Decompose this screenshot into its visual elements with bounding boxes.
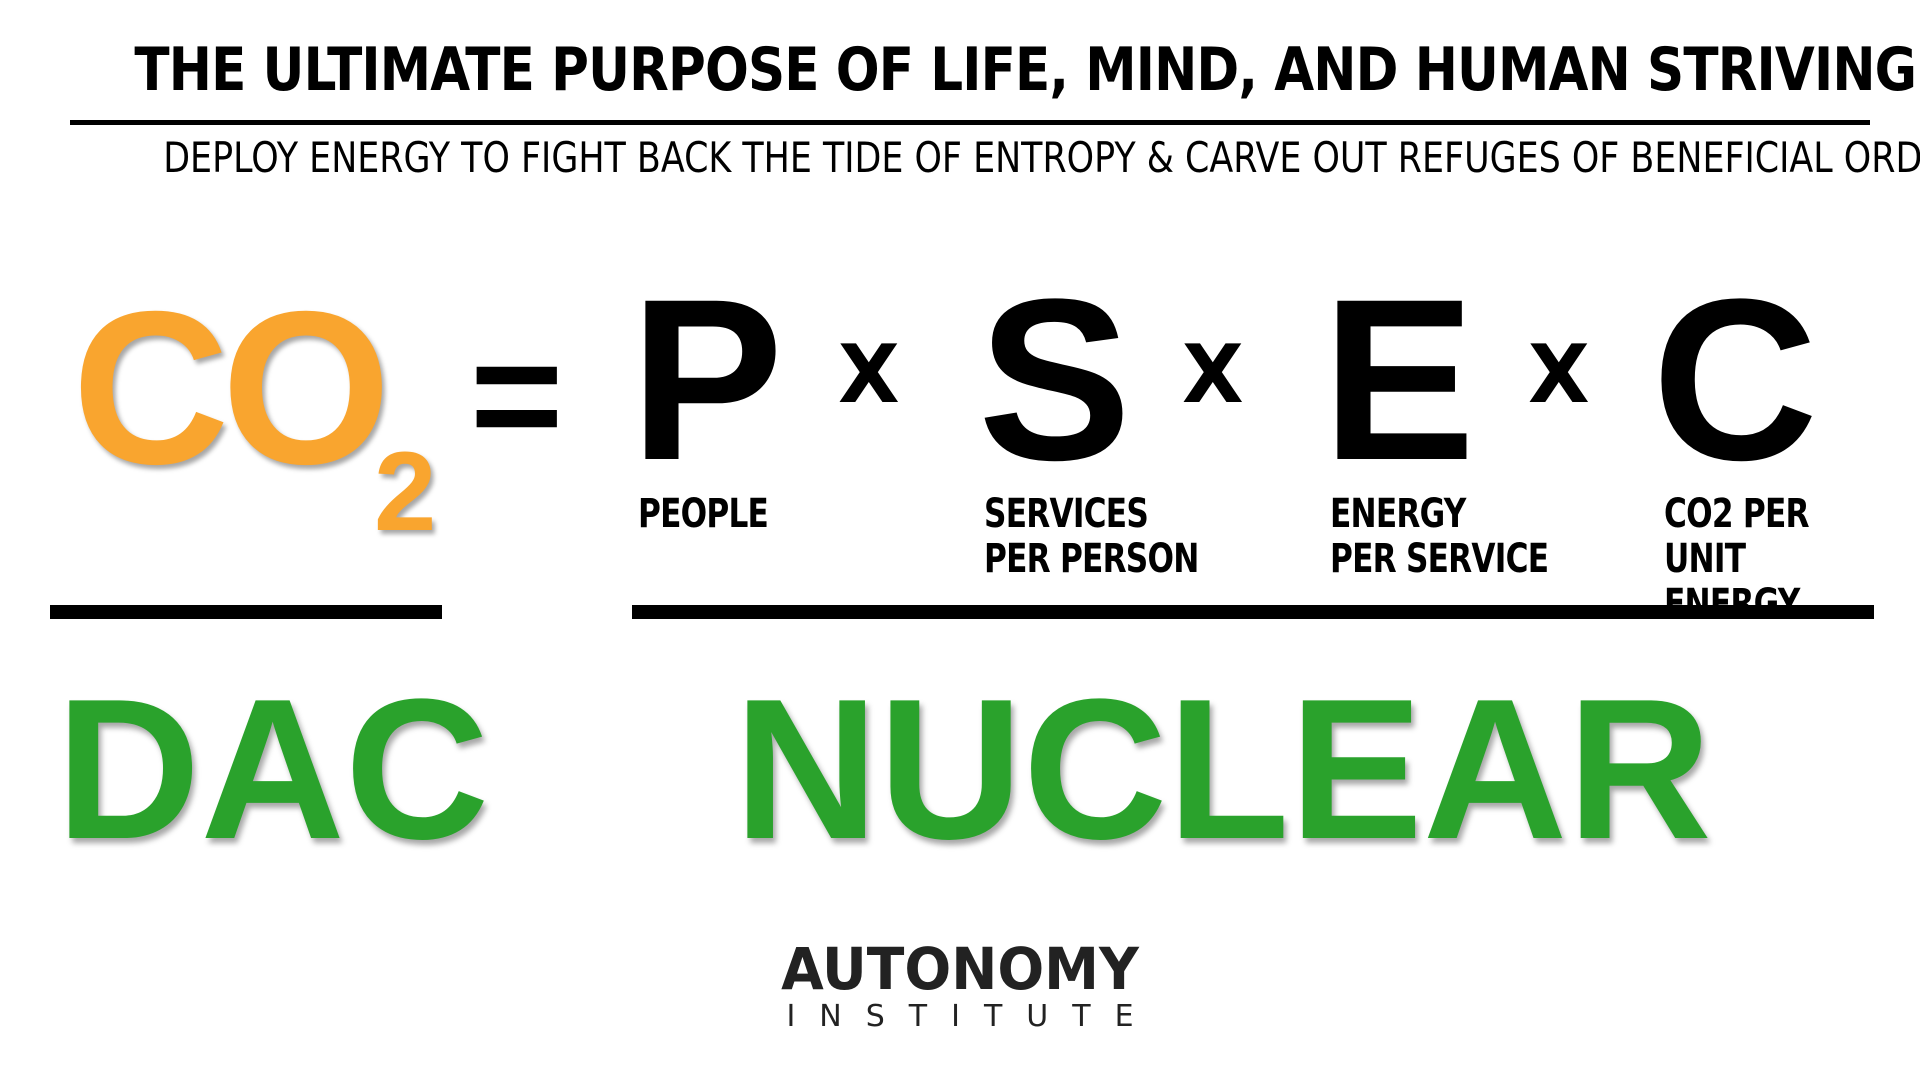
co2-subscript: 2: [374, 429, 437, 554]
term-s-letter: S: [978, 251, 1132, 508]
logo-subtitle: INSTITUTE: [786, 999, 1158, 1034]
term-s-label: SERVICES PER PERSON: [984, 491, 1199, 582]
term-c-letter: C: [1652, 251, 1819, 508]
term-e-letter: E: [1322, 251, 1476, 508]
page-title: THE ULTIMATE PURPOSE OF LIFE, MIND, AND …: [134, 35, 1917, 105]
logo-wordmark: AUTONOMY: [781, 935, 1139, 1003]
term-e-label: ENERGY PER SERVICE: [1330, 491, 1549, 582]
solution-dac: DAC: [56, 658, 490, 881]
term-p-letter: P: [630, 251, 784, 508]
equals-sign: =: [470, 305, 564, 484]
term-p-label: PEOPLE: [638, 491, 769, 537]
page-subtitle: DEPLOY ENERGY TO FIGHT BACK THE TIDE OF …: [163, 133, 1920, 182]
co2-label: CO: [72, 267, 391, 510]
times-sign-2: X: [1182, 328, 1244, 421]
times-sign-1: X: [838, 328, 900, 421]
times-sign-3: X: [1528, 328, 1590, 421]
title-underline: [70, 120, 1870, 125]
divider-left: [50, 605, 442, 619]
solution-nuclear: NUCLEAR: [734, 658, 1712, 881]
divider-right: [632, 605, 1874, 619]
